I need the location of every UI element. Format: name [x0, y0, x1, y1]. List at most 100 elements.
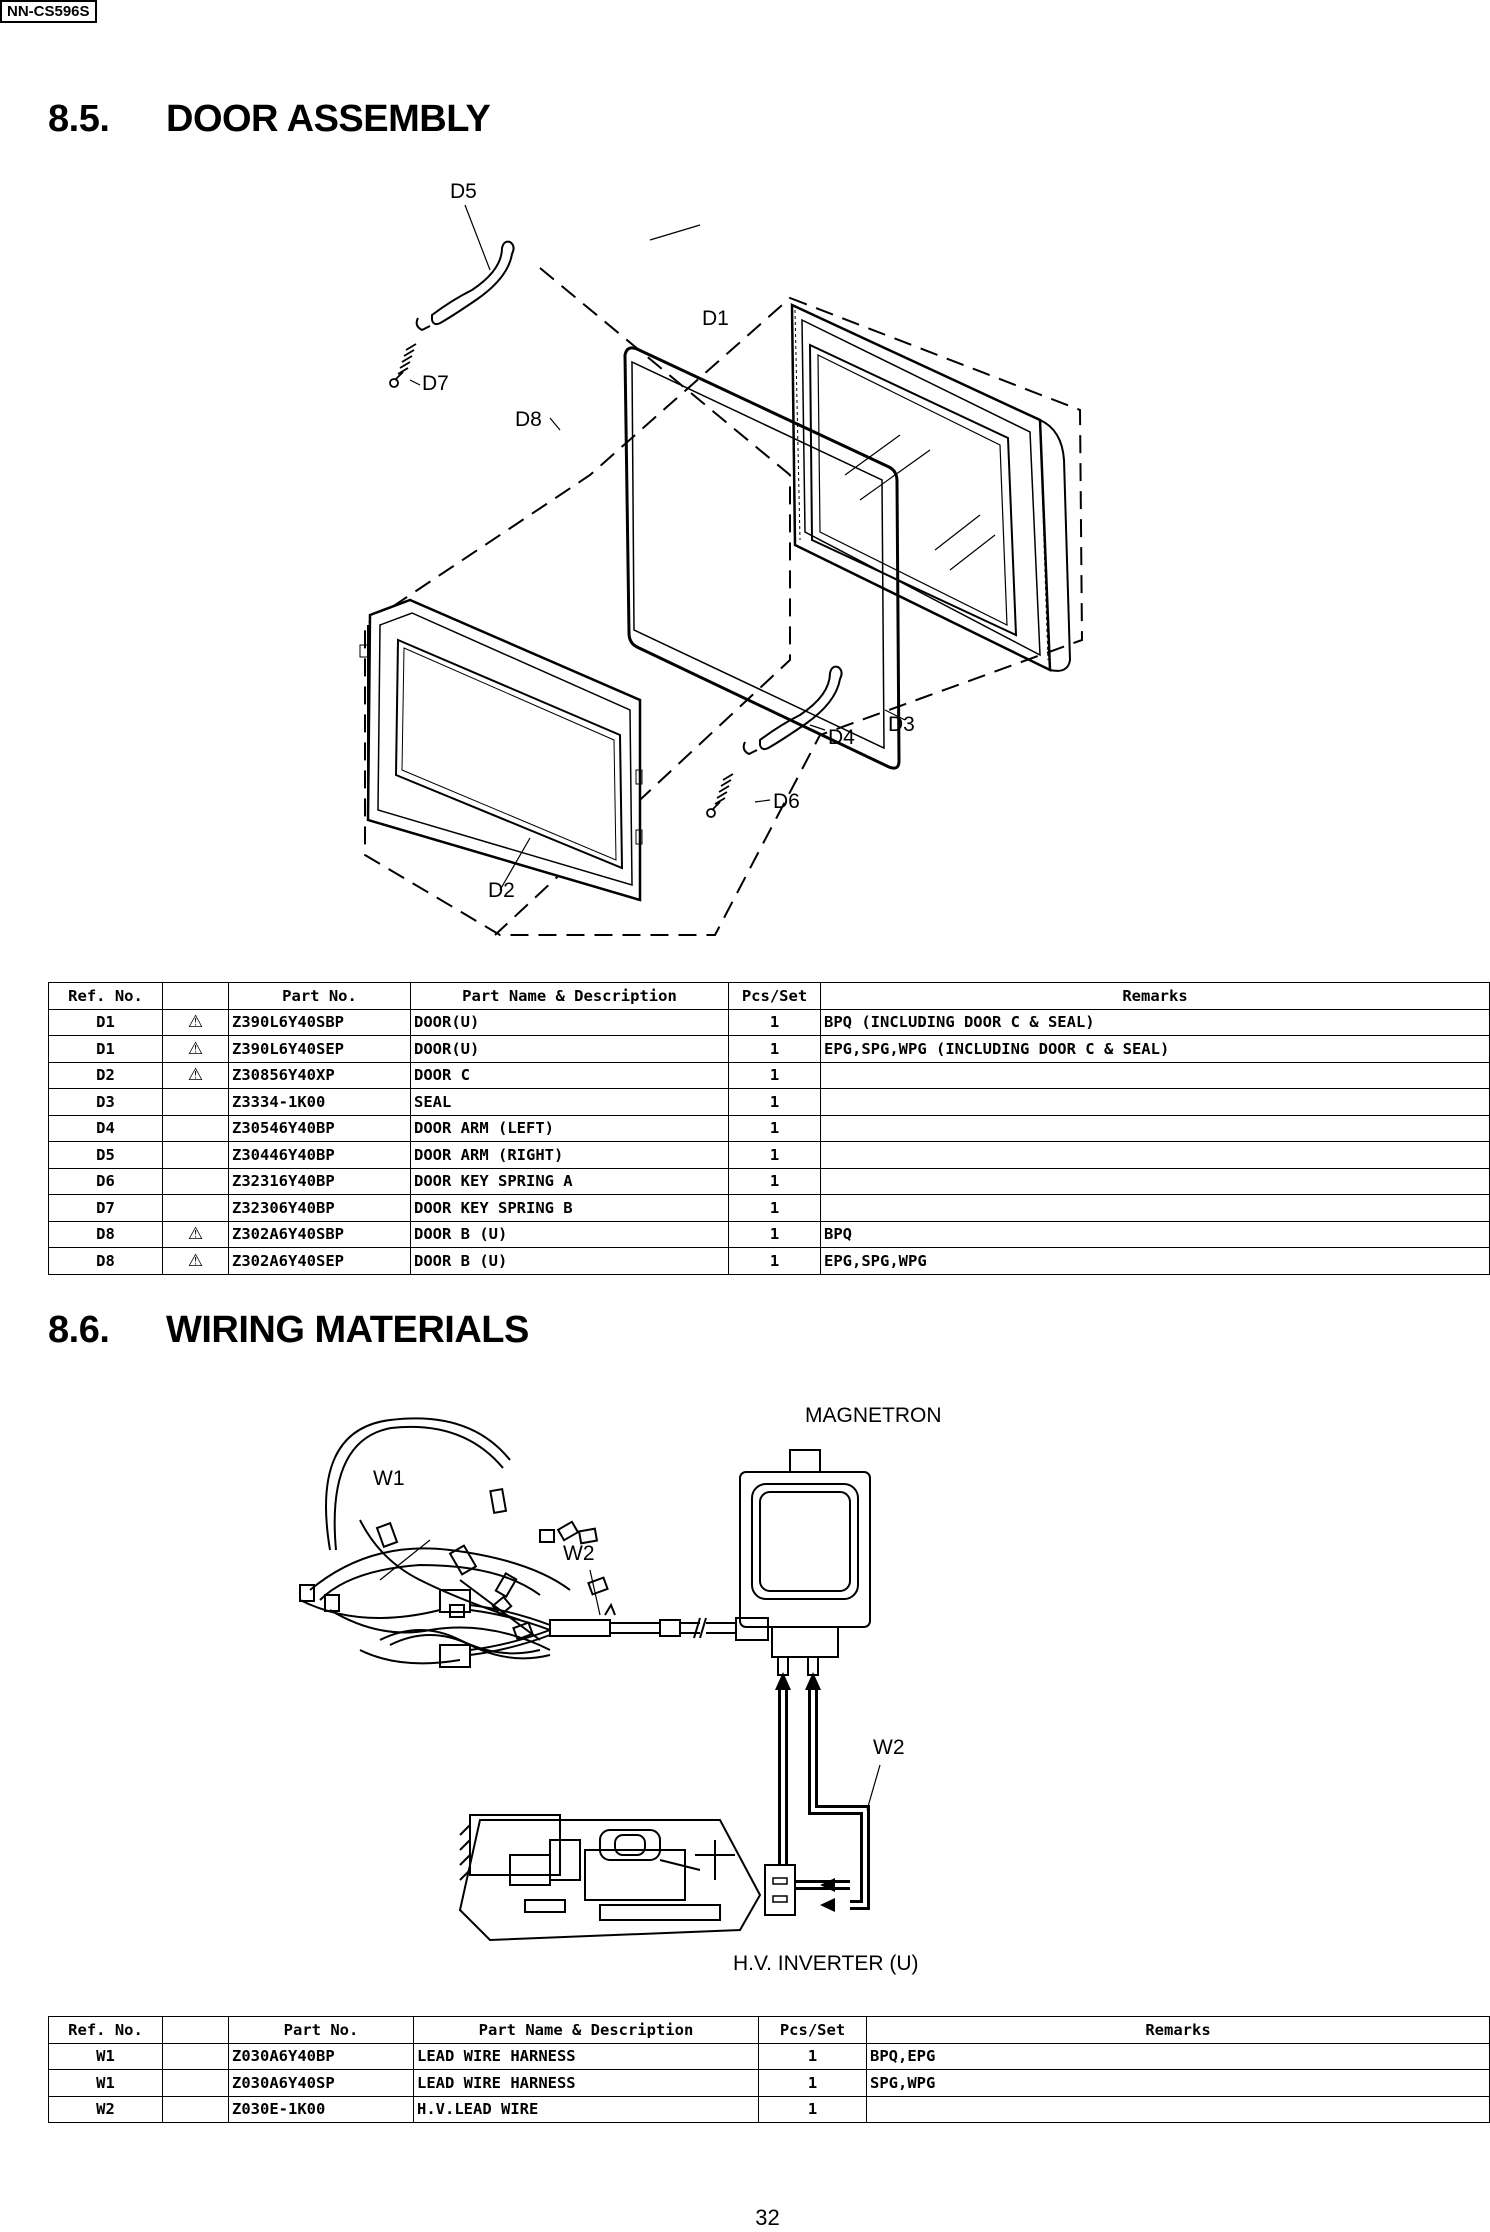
ref-cell: W2	[48, 2095, 163, 2123]
part-no-cell: Z030A6Y40BP	[228, 2042, 414, 2070]
door-parts-table: Ref. No. Part No. Part Name & Descriptio…	[48, 982, 1490, 1275]
lead-wire-harness-w1	[299, 1417, 609, 1665]
ref-cell: D8	[48, 1220, 163, 1248]
ref-cell: D5	[48, 1141, 163, 1169]
door-arm-d5	[415, 240, 515, 332]
part-no-cell: Z3334-1K00	[228, 1088, 411, 1116]
label-d2: D2	[488, 879, 515, 902]
leader-lines	[409, 204, 906, 891]
dashed-outline-right	[494, 267, 791, 936]
remarks-cell	[820, 1167, 1490, 1195]
label-d3: D3	[888, 713, 915, 736]
part-no-cell: Z030A6Y40SP	[228, 2069, 414, 2097]
pcs-cell: 1	[728, 1035, 821, 1063]
table-header-row: Ref. No. Part No. Part Name & Descriptio…	[48, 2016, 1490, 2044]
warning-icon	[162, 1114, 229, 1142]
label-d7: D7	[422, 372, 449, 395]
warning-icon: ⚠	[162, 1247, 229, 1275]
col-ref: Ref. No.	[48, 2016, 163, 2044]
label-d1: D1	[702, 307, 729, 330]
warning-icon: ⚠	[162, 1061, 229, 1089]
leader-w2-left	[589, 1569, 601, 1616]
part-name-cell: DOOR(U)	[410, 1035, 729, 1063]
col-pcs: Pcs/Set	[758, 2016, 867, 2044]
pcs-cell: 1	[728, 1194, 821, 1222]
col-name: Part Name & Description	[413, 2016, 759, 2044]
warning-icon	[162, 1167, 229, 1195]
remarks-cell: EPG,SPG,WPG	[820, 1247, 1490, 1275]
warning-icon	[162, 2069, 229, 2097]
part-name-cell: LEAD WIRE HARNESS	[413, 2042, 759, 2070]
section-heading-wiring: 8.6. WIRING MATERIALS	[48, 1309, 529, 1352]
section-title: WIRING MATERIALS	[166, 1309, 529, 1351]
part-name-cell: DOOR B (U)	[410, 1220, 729, 1248]
label-d8: D8	[515, 408, 542, 431]
pcs-cell: 1	[728, 1220, 821, 1248]
part-no-cell: Z390L6Y40SEP	[228, 1035, 411, 1063]
col-warn	[162, 982, 229, 1010]
label-hv-inverter: H.V. INVERTER (U)	[733, 1952, 919, 1975]
ref-cell: D1	[48, 1008, 163, 1036]
ref-cell: D2	[48, 1061, 163, 1089]
warning-icon: ⚠	[162, 1008, 229, 1036]
section-number: 8.6.	[48, 1309, 110, 1351]
warning-icon	[162, 1194, 229, 1222]
label-d6: D6	[773, 790, 800, 813]
part-name-cell: DOOR ARM (LEFT)	[410, 1114, 729, 1142]
ref-cell: W1	[48, 2069, 163, 2097]
ref-cell: D3	[48, 1088, 163, 1116]
part-no-cell: Z32316Y40BP	[228, 1167, 411, 1195]
warning-icon	[162, 1088, 229, 1116]
remarks-cell	[866, 2095, 1490, 2123]
part-name-cell: DOOR B (U)	[410, 1247, 729, 1275]
magnetron	[739, 1449, 871, 1676]
part-name-cell: DOOR ARM (RIGHT)	[410, 1141, 729, 1169]
remarks-cell: SPG,WPG	[866, 2069, 1490, 2097]
ref-cell: W1	[48, 2042, 163, 2070]
part-no-cell: Z32306Y40BP	[228, 1194, 411, 1222]
part-name-cell: DOOR KEY SPRING A	[410, 1167, 729, 1195]
col-ref: Ref. No.	[48, 982, 163, 1010]
pcs-cell: 1	[758, 2095, 867, 2123]
part-name-cell: LEAD WIRE HARNESS	[413, 2069, 759, 2097]
label-w2-right: W2	[873, 1736, 905, 1759]
col-remarks: Remarks	[866, 2016, 1490, 2044]
pcs-cell: 1	[758, 2069, 867, 2097]
remarks-cell: BPQ (INCLUDING DOOR C & SEAL)	[820, 1008, 1490, 1036]
pcs-cell: 1	[728, 1114, 821, 1142]
dashed-outline	[364, 296, 1084, 936]
ref-cell: D8	[48, 1247, 163, 1275]
part-name-cell: H.V.LEAD WIRE	[413, 2095, 759, 2123]
hv-lead-wire-w2	[439, 1589, 769, 1668]
spring-d6	[706, 773, 734, 818]
spring-d7	[389, 343, 417, 388]
hv-inverter-board	[458, 1814, 762, 1942]
col-remarks: Remarks	[820, 982, 1490, 1010]
pcs-cell: 1	[728, 1141, 821, 1169]
door-arm-d4	[742, 665, 843, 756]
leader-w2-right	[866, 1764, 881, 1811]
label-w1: W1	[373, 1467, 405, 1490]
col-warn	[162, 2016, 229, 2044]
leader-w1	[379, 1539, 431, 1581]
wiring-diagram: W1 MAGNETRON W2 W2 H.V. INVERTER (U)	[260, 1400, 1260, 2000]
label-w2-left: W2	[563, 1542, 595, 1565]
col-name: Part Name & Description	[410, 982, 729, 1010]
part-name-cell: DOOR C	[410, 1061, 729, 1089]
part-no-cell: Z030E-1K00	[228, 2095, 414, 2123]
remarks-cell: EPG,SPG,WPG (INCLUDING DOOR C & SEAL)	[820, 1035, 1490, 1063]
pcs-cell: 1	[728, 1247, 821, 1275]
ref-cell: D4	[48, 1114, 163, 1142]
warning-icon	[162, 2042, 229, 2070]
